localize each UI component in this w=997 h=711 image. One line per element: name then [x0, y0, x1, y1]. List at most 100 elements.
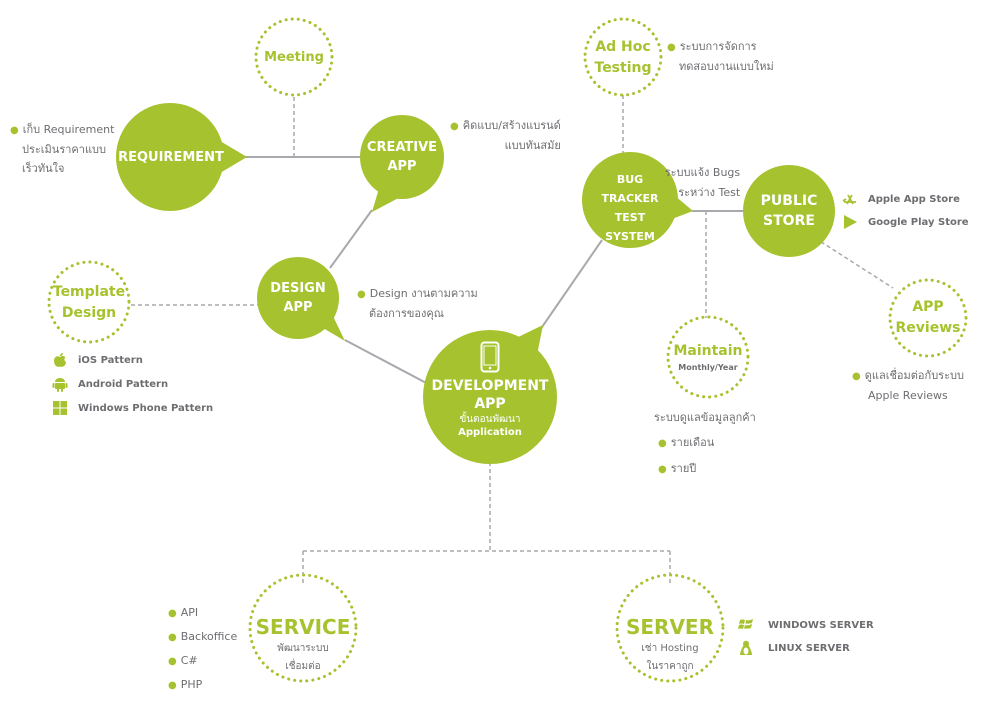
node-title: APP [912, 299, 944, 315]
node-meeting[interactable]: Meeting [256, 47, 332, 67]
node-title: DESIGN [270, 281, 326, 296]
node-subtitle: Application [458, 427, 522, 438]
node-development-app[interactable]: DEVELOPMENT APP ขั้นตอนพัฒนา Application [423, 334, 557, 446]
bubble-bugtracker [582, 152, 678, 248]
node-subtitle: เช่า Hosting [641, 643, 699, 654]
server-item-windows: WINDOWS SERVER [738, 617, 874, 633]
note-creative: ●คิดแบบ/สร้างแบรนด์ แบบทันสมัย [450, 119, 561, 152]
bubble-requirement [116, 103, 224, 211]
note-service: ●API ●Backoffice ●C# ●PHP [168, 606, 238, 691]
bullet-icon: ● [852, 371, 861, 382]
server-item-linux: LINUX SERVER [738, 640, 850, 656]
note-bug: ●ระบบแจ้ง Bugs ระหว่าง Test [652, 166, 741, 199]
line-development-bugtracker [539, 239, 603, 331]
node-template-design[interactable]: Template Design [49, 282, 129, 324]
node-subtitle: พัฒนาระบบ [277, 643, 329, 654]
bubble-publicstore [743, 165, 835, 257]
ring-maintain [666, 315, 750, 399]
windows-icon [738, 619, 753, 629]
bullet-icon: ● [168, 680, 177, 691]
bullet-icon: ● [357, 289, 366, 300]
node-title: DEVELOPMENT [431, 378, 549, 394]
node-service[interactable]: SERVICE พัฒนาระบบ เชื่อมต่อ [253, 612, 353, 678]
bubble-tail-design [318, 310, 345, 341]
bullet-icon: ● [450, 121, 459, 132]
bubble-tail-requirement [215, 138, 247, 176]
bullet-icon: ● [652, 168, 661, 179]
note-design: ●Design งานตามความ ต้องการของคุณ [357, 287, 478, 320]
dash-reviews [814, 237, 894, 289]
windows-icon [53, 401, 67, 415]
node-title: SYSTEM [605, 230, 655, 243]
google-play-icon [844, 215, 857, 229]
ring-meeting [254, 17, 334, 97]
bubble-creative [360, 115, 444, 199]
node-title: Reviews [895, 320, 961, 336]
bullet-icon: ● [667, 42, 676, 53]
node-title: Testing [594, 60, 652, 76]
node-title: TEST [614, 211, 646, 224]
node-server[interactable]: SERVER เช่า Hosting ในราคาถูก [620, 612, 720, 678]
bullet-icon: ● [168, 632, 177, 643]
store-item-apple: Apple App Store [842, 191, 960, 207]
bubble-design [257, 257, 339, 339]
bullet-icon: ● [658, 464, 667, 475]
bullet-icon: ● [10, 125, 19, 136]
node-title: Ad Hoc [595, 39, 651, 55]
app-store-icon [842, 194, 856, 205]
bullet-icon: ● [168, 656, 177, 667]
node-subtitle: เชื่อมต่อ [285, 661, 321, 672]
bullet-icon: ● [168, 608, 177, 619]
note-adhoc: ●ระบบการจัดการ ทดสอบงานแบบใหม่ [667, 40, 774, 73]
node-design-app[interactable]: DESIGN APP [257, 278, 339, 318]
node-title: PUBLIC [760, 193, 818, 209]
node-title: SERVICE [255, 615, 351, 639]
node-title: Template [52, 284, 126, 300]
ring-template [47, 260, 131, 344]
bubble-tail-development [512, 325, 543, 365]
apple-icon [54, 353, 66, 367]
node-public-store[interactable]: PUBLIC STORE [749, 191, 829, 231]
node-title: Design [61, 305, 117, 321]
node-title: CREATIVE [366, 140, 438, 155]
node-title: Meeting [264, 49, 324, 65]
line-design-development [344, 339, 431, 386]
bubble-tail-creative [372, 185, 408, 212]
bubble-development [423, 330, 557, 464]
note-maintain: ระบบดูแลข้อมูลลูกค้า ●รายเดือน ●รายปี [654, 411, 756, 475]
node-subtitle: ในราคาถูก [646, 661, 694, 672]
node-title: SERVER [625, 615, 714, 639]
bubble-tail-bugtracker [664, 190, 693, 222]
bullet-icon: ● [658, 438, 667, 449]
smartphone-icon [480, 341, 500, 373]
node-app-reviews[interactable]: APP Reviews [890, 297, 966, 339]
node-maintain[interactable]: Maintain Monthly/Year [668, 340, 748, 376]
node-title: STORE [763, 213, 815, 229]
node-title: BUG [616, 173, 644, 186]
node-title: APP [283, 300, 313, 315]
node-adhoc-testing[interactable]: Ad Hoc Testing [585, 37, 661, 79]
note-requirement: ●เก็บ Requirement ประเมินราคาแบบ เร็วทัน… [10, 123, 115, 175]
ring-adhoc [583, 17, 663, 97]
node-subtitle: Monthly/Year [678, 363, 738, 372]
node-title: Maintain [673, 343, 743, 359]
node-title: TRACKER [601, 192, 659, 205]
line-creative-design [329, 209, 373, 269]
ring-appreviews [888, 278, 968, 358]
pattern-item-ios: iOS Pattern [52, 352, 143, 368]
node-subtitle: ขั้นตอนพัฒนา [459, 414, 521, 425]
node-creative-app[interactable]: CREATIVE APP [360, 137, 444, 177]
node-title: APP [474, 396, 506, 412]
note-appreviews: ●ดูแลเชื่อมต่อกับระบบ Apple Reviews [852, 369, 964, 402]
node-title: APP [387, 159, 417, 174]
node-bug-tracker[interactable]: BUG TRACKER TEST SYSTEM [590, 168, 670, 248]
pattern-item-windows: Windows Phone Pattern [52, 400, 213, 416]
ring-service [248, 573, 358, 683]
linux-icon [740, 640, 752, 655]
ring-server [615, 573, 725, 683]
node-requirement[interactable]: REQUIREMENT [116, 142, 226, 172]
store-item-google: Google Play Store [842, 214, 969, 230]
node-title: REQUIREMENT [118, 149, 224, 165]
android-icon [52, 378, 68, 392]
